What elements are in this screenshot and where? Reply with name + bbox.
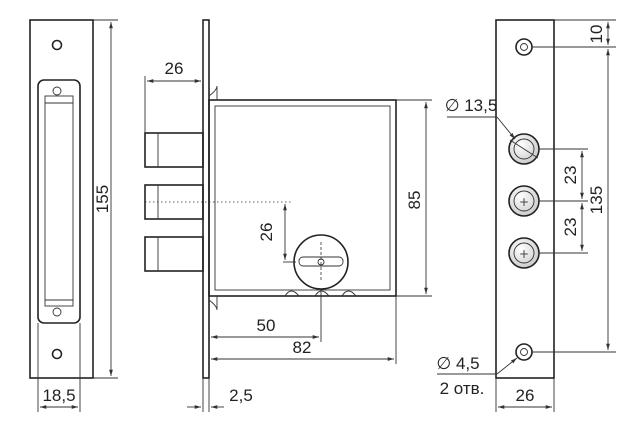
label-spacing-2: 23 [561,218,580,237]
lock-case [208,99,397,297]
dimension-left-width: 18,5 [37,323,81,412]
front-plate-view [29,19,94,379]
dimension-hole-spacing: 23 23 [539,148,588,254]
label-plate-thickness: 2,5 [229,386,253,405]
label-small-hole: ∅ 4,5 [436,354,479,373]
label-left-height: 155 [93,185,112,213]
label-right-width: 26 [516,386,535,405]
label-body-height: 85 [405,191,424,210]
bolt-3 [144,236,204,272]
dimension-key-offset-v: 26 [257,204,296,263]
front-plate-top-hole [51,39,63,51]
label-bolt-length: 26 [165,59,184,78]
svg-text:+: + [519,247,529,261]
bolt-window [37,79,81,324]
dimension-plate-thickness: 2,5 [187,378,253,412]
label-large-hole: ∅ 13,5 [445,96,498,115]
back-plate-view: + + [495,19,555,379]
label-body-width: 82 [293,338,312,357]
dimension-bolt-length: 26 [144,20,204,133]
bolt-1 [144,132,204,168]
bolt-window-top-screw [52,86,62,96]
dimension-left-height: 155 [93,19,118,379]
label-left-width: 18,5 [42,386,75,405]
dimension-right-width: 26 [495,378,555,412]
back-plate-top-screw [515,38,533,56]
label-hole-count: 2 отв. [440,379,485,398]
label-key-offset-v: 26 [257,223,276,242]
label-right-height: 135 [587,186,606,214]
dimension-large-hole: ∅ 13,5 [445,96,516,140]
dimension-key-offset-h: 50 [211,290,322,342]
side-faceplate [202,19,210,379]
front-plate [29,19,94,379]
dimension-body-width: 82 [208,296,397,412]
bolt-window-inner [44,95,74,307]
dimension-small-hole: ∅ 4,5 2 отв. [436,354,518,398]
label-key-offset-h: 50 [257,316,276,335]
label-spacing-1: 23 [561,166,580,185]
bolt-window-bottom-screw [52,307,62,317]
back-plate [495,19,555,379]
dimension-body-height: 85 [396,99,432,297]
dimension-right-height: 135 [532,49,616,353]
front-plate-bottom-hole [51,348,63,360]
dimension-top-offset: 10 [532,19,616,48]
label-top-offset: 10 [587,25,606,44]
svg-text:+: + [519,195,529,209]
lock-case-inner [214,105,391,291]
back-plate-bottom-screw [515,343,533,361]
